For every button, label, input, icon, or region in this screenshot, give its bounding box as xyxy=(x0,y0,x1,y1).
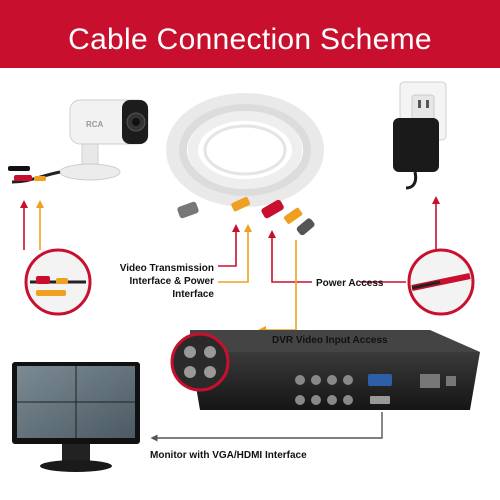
dvr-ports-callout xyxy=(170,332,230,392)
power-adapter xyxy=(393,81,447,190)
power-connector-callout xyxy=(407,248,475,316)
video-power-label-line2: Interface & Power xyxy=(129,276,214,287)
monitor xyxy=(12,362,140,472)
video-power-label-line1: Video Transmission xyxy=(119,263,214,274)
bnc-cable-coil xyxy=(166,93,324,236)
camera-brand-text: RCA xyxy=(86,120,104,129)
video-power-label-line3: Interface xyxy=(172,289,214,300)
security-camera: RCA xyxy=(8,99,149,184)
dvr-video-input-label: DVR Video Input Access xyxy=(272,335,388,346)
page-title: Cable Connection Scheme xyxy=(68,23,432,56)
monitor-interface-label: Monitor with VGA/HDMI Interface xyxy=(150,450,307,461)
video-power-interface-label: Video Transmission Interface & Power Int… xyxy=(98,262,214,301)
bnc-input-ports xyxy=(295,375,353,405)
dvr-recorder xyxy=(190,330,480,410)
power-access-label: Power Access xyxy=(316,278,384,289)
camera-connector-callout xyxy=(24,248,92,316)
title-banner xyxy=(0,0,500,68)
